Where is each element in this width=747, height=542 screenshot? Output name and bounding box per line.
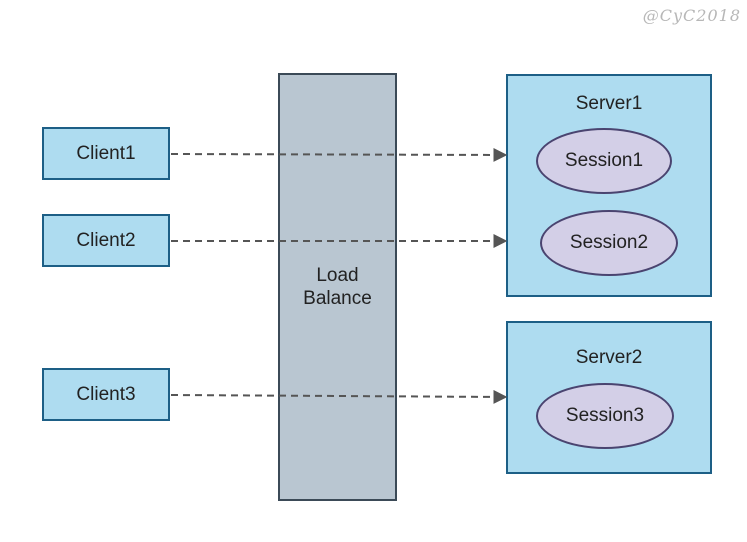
session1-node: Session1 — [536, 128, 672, 194]
server1-title: Server1 — [575, 93, 643, 114]
watermark: @CyC2018 — [642, 6, 741, 25]
load-balancer-node: Load Balance — [278, 73, 397, 501]
load-balancer-label-line2: Balance — [303, 288, 372, 309]
session2-node: Session2 — [540, 210, 678, 276]
load-balancer-label-line1: Load — [316, 265, 359, 286]
client2-node: Client2 — [42, 214, 170, 267]
server2-title: Server2 — [575, 347, 643, 368]
session3-node: Session3 — [536, 383, 674, 449]
client3-node: Client3 — [42, 368, 170, 421]
load-balancer-label: Load Balance — [288, 264, 388, 310]
arrow-client3-to-session3 — [170, 389, 508, 404]
server2-node: Server2 Session3 — [506, 321, 712, 474]
server1-node: Server1 Session1 Session2 — [506, 74, 712, 297]
arrow-client1-to-session1 — [170, 147, 508, 162]
client1-node: Client1 — [42, 127, 170, 180]
